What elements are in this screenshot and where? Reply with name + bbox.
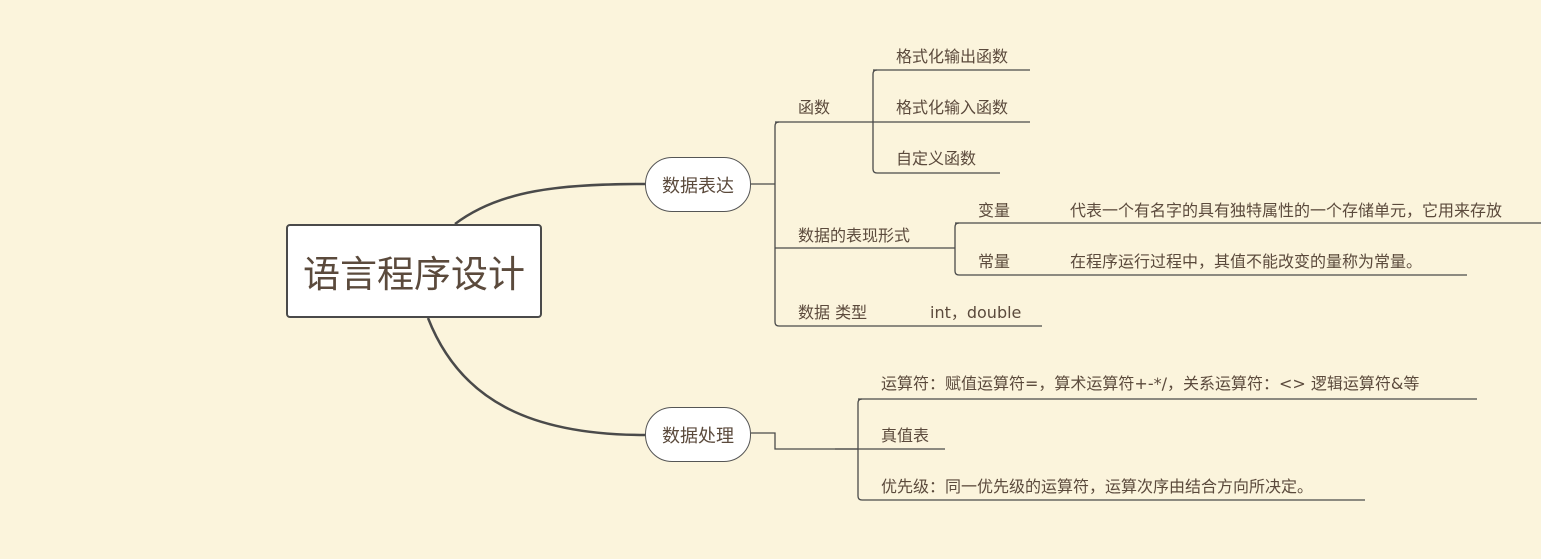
node-truth-table[interactable]: 真值表 [881, 426, 930, 445]
node-operators[interactable]: 运算符：赋值运算符=，算术运算符+-*/，关系运算符：<> 逻辑运算符&等 [881, 374, 1420, 393]
root-node[interactable]: 语言程序设计 [286, 224, 542, 318]
node-format-output[interactable]: 格式化输出函数 [896, 47, 1009, 66]
node-precedence[interactable]: 优先级：同一优先级的运算符，运算次序由结合方向所决定。 [881, 477, 1314, 496]
node-variable-desc[interactable]: 代表一个有名字的具有独特属性的一个存储单元，它用来存放 [1070, 201, 1503, 220]
node-variable[interactable]: 变量 [978, 201, 1011, 220]
node-constant-desc[interactable]: 在程序运行过程中，其值不能改变的量称为常量。 [1070, 252, 1423, 271]
node-data-forms[interactable]: 数据的表现形式 [798, 226, 911, 245]
node-data-types[interactable]: 数据 类型 [798, 303, 868, 322]
node-functions[interactable]: 函数 [798, 98, 831, 117]
node-types-value[interactable]: int，double [930, 303, 1022, 322]
node-data-expression[interactable]: 数据表达 [645, 157, 751, 212]
node-custom-function[interactable]: 自定义函数 [896, 149, 977, 168]
node-format-input[interactable]: 格式化输入函数 [896, 98, 1009, 117]
node-data-processing[interactable]: 数据处理 [645, 407, 751, 462]
node-constant[interactable]: 常量 [978, 252, 1011, 271]
